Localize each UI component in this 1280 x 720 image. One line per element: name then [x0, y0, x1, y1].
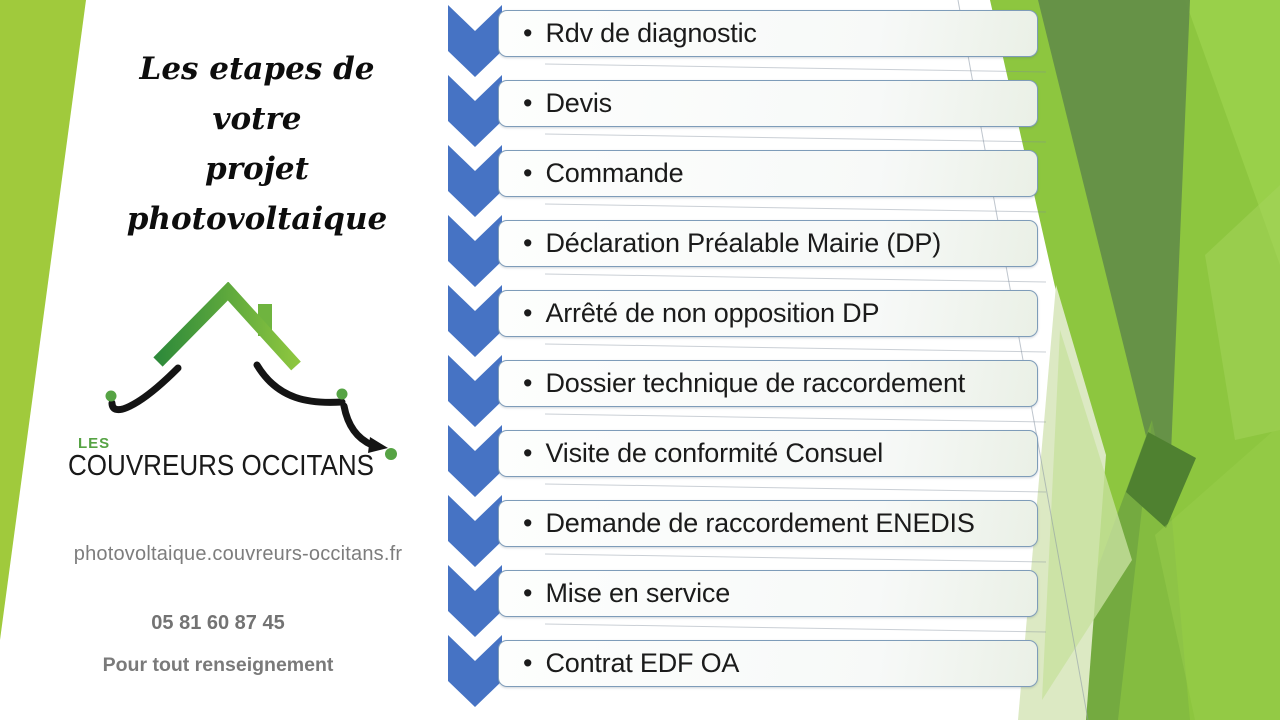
- chevron-down-icon: [448, 635, 502, 707]
- chevron-down-icon: [448, 145, 502, 217]
- step-label: Commande: [545, 158, 684, 188]
- chevron-down-icon: [448, 495, 502, 567]
- step-label: Devis: [545, 88, 612, 118]
- row-hairlines: [544, 63, 1047, 633]
- company-logo: LES COUVREURS OCCITANS: [68, 282, 397, 482]
- bullet-icon: •: [523, 158, 533, 188]
- step-label: Dossier technique de raccordement: [545, 368, 966, 398]
- step-label: Arrêté de non opposition DP: [545, 298, 880, 328]
- step-label: Mise en service: [545, 578, 731, 608]
- step-box: • Devis: [498, 80, 1038, 127]
- chevron-down-icon: [448, 425, 502, 497]
- bullet-icon: •: [523, 88, 533, 118]
- step-label: Demande de raccordement ENEDIS: [545, 508, 975, 538]
- step-box: • Commande: [498, 150, 1038, 197]
- step-label: Visite de conformité Consuel: [545, 438, 884, 468]
- step-box: • Demande de raccordement ENEDIS: [498, 500, 1038, 547]
- bullet-icon: •: [523, 508, 533, 538]
- step-box: • Dossier technique de raccordement: [498, 360, 1038, 407]
- chevron-down-icon: [448, 75, 502, 147]
- logo-house-icon: [105, 282, 397, 460]
- chevron-down-icon: [448, 5, 502, 77]
- website-url: photovoltaique.couvreurs-occitans.fr: [73, 543, 403, 565]
- chevron-down-icon: [448, 355, 502, 427]
- bullet-icon: •: [523, 228, 533, 258]
- chevron-down-icon: [448, 215, 502, 287]
- process-steps-list: • Rdv de diagnostic • Devis • Commande • Déclar…: [448, 0, 1048, 720]
- bullet-icon: •: [523, 438, 533, 468]
- bullet-icon: •: [523, 298, 533, 328]
- chevron-down-icon: [448, 285, 502, 357]
- chevron-down-icon: [448, 565, 502, 637]
- step-label: Déclaration Préalable Mairie (DP): [545, 228, 942, 258]
- step-label: Rdv de diagnostic: [545, 18, 757, 48]
- bullet-icon: •: [523, 648, 533, 678]
- slide-title-line1: Les etapes de votre: [139, 51, 375, 137]
- logo-name-text: COUVREURS OCCITANS: [68, 450, 374, 482]
- bullet-icon: •: [523, 18, 533, 48]
- phone-note: Pour tout renseignement: [102, 654, 334, 676]
- step-box: • Mise en service: [498, 570, 1038, 617]
- step-box: • Arrêté de non opposition DP: [498, 290, 1038, 337]
- logo-les-text: LES: [78, 435, 110, 452]
- slide-title: Les etapes de votre projet photovoltaiqu…: [92, 44, 422, 244]
- step-box: • Visite de conformité Consuel: [498, 430, 1038, 477]
- left-green-band: [0, 0, 86, 640]
- step-box: • Contrat EDF OA: [498, 640, 1038, 687]
- phone-number: 05 81 60 87 45: [151, 612, 285, 634]
- step-box: • Rdv de diagnostic: [498, 10, 1038, 57]
- step-label: Contrat EDF OA: [545, 648, 740, 678]
- step-box: • Déclaration Préalable Mairie (DP): [498, 220, 1038, 267]
- bullet-icon: •: [523, 578, 533, 608]
- slide-title-line2: projet photovoltaique: [126, 151, 388, 237]
- bullet-icon: •: [523, 368, 533, 398]
